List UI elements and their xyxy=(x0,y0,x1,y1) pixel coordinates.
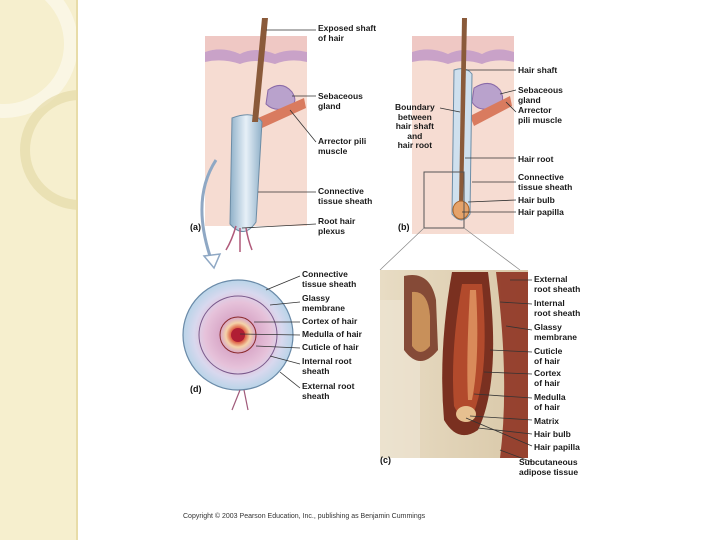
label-hair-bulb-c: Hair bulb xyxy=(534,429,571,439)
label-hair-root: Hair root xyxy=(518,154,554,164)
label-connective-sheath-b: Connective tissue sheath xyxy=(518,172,573,192)
label-boundary: Boundary between hair shaft and hair roo… xyxy=(395,102,435,150)
label-arrector-pili-b: Arrector pili muscle xyxy=(518,105,562,125)
panel-c-illustration xyxy=(380,270,528,458)
hair-shaft-a xyxy=(252,18,268,122)
pointer-arrow xyxy=(200,159,218,263)
label-root-hair-plexus: Root hair plexus xyxy=(318,216,356,236)
hair-shaft-b xyxy=(459,18,467,205)
panel-tag-b: (b) xyxy=(398,222,410,232)
panel-tag-a: (a) xyxy=(190,222,201,232)
basal-layer-a xyxy=(205,49,307,64)
root-hair-plexus-a xyxy=(225,225,253,252)
label-subcutaneous-adipose: Subcutaneous adipose tissue xyxy=(519,457,579,477)
nerve-stub-d xyxy=(231,389,249,411)
label-hair-bulb-b: Hair bulb xyxy=(518,195,555,205)
small-follicle-core xyxy=(412,291,430,352)
label-exposed-shaft: Exposed shaft of hair xyxy=(318,23,377,43)
label-hair-papilla-c: Hair papilla xyxy=(534,442,580,452)
medulla-core xyxy=(231,328,245,342)
label-glassy-membrane-d: Glassy membrane xyxy=(302,293,345,313)
label-arrector-pili-a: Arrector pili muscle xyxy=(318,136,367,156)
cuticle-ring xyxy=(219,316,257,354)
panel-tag-c: (c) xyxy=(380,455,391,465)
label-sebaceous-gland-a: Sebaceous gland xyxy=(318,91,363,111)
zoom-lines xyxy=(379,227,521,271)
panel-c-leaders xyxy=(465,279,533,463)
panel-tag-d: (d) xyxy=(190,384,202,394)
copyright-notice: Copyright © 2003 Pearson Education, Inc.… xyxy=(183,513,426,520)
pointer-arrow-head xyxy=(202,253,222,270)
panel-a-leaders xyxy=(241,29,317,229)
label-matrix-c: Matrix xyxy=(534,416,560,426)
label-sebaceous-gland-b: Sebaceous gland xyxy=(518,85,563,105)
panel-d-leaders xyxy=(239,275,301,389)
decorative-sidebar xyxy=(0,0,78,540)
label-medulla-d: Medulla of hair xyxy=(302,329,362,339)
sidebar-edge xyxy=(76,0,78,540)
large-follicle-medulla xyxy=(467,290,478,400)
label-hair-papilla-b: Hair papilla xyxy=(518,207,564,217)
right-follicle-edge xyxy=(496,272,528,458)
panel-a-illustration xyxy=(200,18,307,270)
hair-papilla-c xyxy=(456,406,476,422)
label-internal-root-sheath-d: Internal root sheath xyxy=(302,356,352,376)
label-connective-sheath-a: Connective tissue sheath xyxy=(318,186,373,206)
label-internal-root-sheath-c: Internal root sheath xyxy=(534,298,581,318)
hair-bulb-b xyxy=(452,200,470,220)
epidermis-a xyxy=(205,36,307,54)
label-medulla-c: Medulla of hair xyxy=(534,392,566,412)
arrector-muscle-b xyxy=(470,96,512,126)
label-cortex-c: Cortex of hair xyxy=(534,368,561,388)
label-external-root-sheath-d: External root sheath xyxy=(302,381,355,401)
zoom-box-b xyxy=(423,171,465,229)
panel-b-leaders xyxy=(439,69,517,213)
label-external-root-sheath-c: External root sheath xyxy=(534,274,581,294)
label-cortex-d: Cortex of hair xyxy=(302,316,358,326)
label-hair-shaft: Hair shaft xyxy=(518,65,558,75)
label-glassy-membrane-c: Glassy membrane xyxy=(534,322,577,342)
label-connective-sheath-d: Connective tissue sheath xyxy=(302,269,357,289)
arrector-muscle-a xyxy=(258,98,306,128)
label-cuticle-d: Cuticle of hair xyxy=(302,342,359,352)
label-cuticle-c: Cuticle of hair xyxy=(534,346,563,366)
